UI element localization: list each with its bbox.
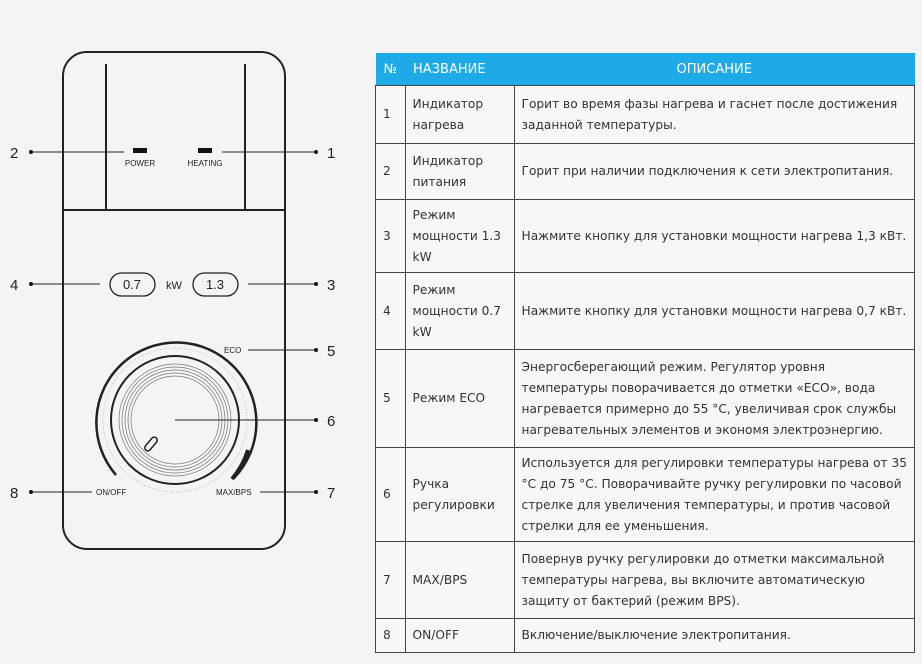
kw-label: kW [166, 280, 183, 292]
row-number: 4 [375, 272, 406, 350]
callout-7: 7 [327, 485, 335, 502]
eco-label: ECO [224, 346, 241, 355]
callout-1: 1 [327, 145, 335, 162]
heater-control-panel-diagram: POWER HEATING ECO ON/OFF MAX/BPS 0.7 kW … [10, 51, 335, 550]
row-description: Повернув ручку регулировки до отметки ма… [513, 541, 916, 619]
row-description: Включение/выключение электропитания. [513, 618, 916, 653]
onoff-label: ON/OFF [96, 488, 126, 497]
callout-3: 3 [327, 277, 335, 294]
panel-top-section [63, 64, 285, 211]
table-header: № НАЗВАНИЕ ОПИСАНИЕ [375, 53, 915, 86]
row-name: ON/OFF [404, 618, 515, 653]
max-bps-label: MAX/BPS [216, 488, 252, 497]
row-description: Горит при наличии подключения к сети эле… [513, 143, 916, 200]
dial-scale-arc [95, 341, 258, 479]
row-description: Горит во время фазы нагрева и гаснет пос… [513, 85, 916, 144]
row-description: Нажмите кнопку для установки мощности на… [513, 199, 916, 273]
power-label: POWER [125, 159, 155, 168]
callout-6: 6 [327, 413, 335, 430]
row-description: Энергосберегающий режим. Регулятор уровн… [513, 349, 916, 448]
row-number: 3 [375, 199, 406, 273]
heating-led [198, 148, 212, 153]
row-name: MAX/BPS [404, 541, 515, 619]
header-description: ОПИСАНИЕ [514, 53, 915, 86]
callout-4: 4 [10, 277, 18, 294]
row-name: Режим мощности 0.7 kW [404, 272, 515, 350]
callout-2: 2 [10, 145, 18, 162]
row-name: Ручка регулировки [404, 447, 515, 542]
button-1-3-label: 1.3 [206, 277, 224, 292]
row-name: Индикатор питания [404, 143, 515, 200]
button-0-7[interactable] [109, 272, 156, 297]
row-name: Режим ECO [404, 349, 515, 448]
row-description: Используется для регулировки температуры… [513, 447, 916, 542]
dial-pointer [144, 436, 158, 452]
header-number: № [375, 53, 406, 86]
panel-outline [62, 51, 286, 550]
power-led [133, 148, 147, 153]
header-name: НАЗВАНИЕ [405, 53, 515, 86]
row-number: 7 [375, 541, 406, 619]
button-0-7-label: 0.7 [123, 277, 141, 292]
button-1-3[interactable] [192, 272, 239, 297]
row-name: Режим мощности 1.3 kW [404, 199, 515, 273]
callout-8: 8 [10, 485, 18, 502]
row-description: Нажмите кнопку для установки мощности на… [513, 272, 916, 350]
row-name: Индикатор нагрева [404, 85, 515, 144]
heating-label: HEATING [188, 159, 223, 168]
row-number: 5 [375, 349, 406, 448]
row-number: 6 [375, 447, 406, 542]
row-number: 2 [375, 143, 406, 200]
row-number: 1 [375, 85, 406, 144]
row-number: 8 [375, 618, 406, 653]
callout-5: 5 [327, 343, 335, 360]
